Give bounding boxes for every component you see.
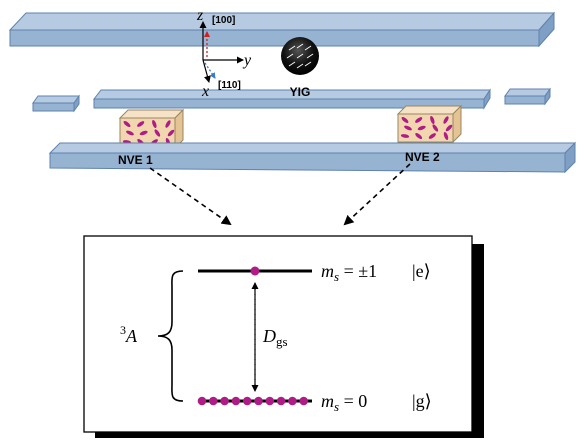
spin-marker <box>404 125 412 131</box>
ground-state-dot <box>276 396 286 406</box>
nve-1-label: NVE 1 <box>118 153 153 167</box>
sphere-spin-arrow <box>306 53 314 59</box>
ground-state-dot <box>197 396 207 406</box>
x-axis <box>202 59 211 83</box>
ground-state-dot <box>209 396 218 406</box>
sphere-spin-arrow <box>296 43 304 49</box>
nve-1-connector-arrow <box>149 167 232 226</box>
spin-marker <box>428 133 436 139</box>
dgs-label: Dgs <box>262 326 288 349</box>
nve-2-cube <box>396 104 463 144</box>
spin-marker <box>152 120 157 128</box>
ground-state-dot <box>231 396 241 406</box>
spin-marker <box>400 134 410 138</box>
spin-marker <box>417 125 426 131</box>
spin-marker <box>443 132 449 140</box>
sphere-spin-arrows <box>286 43 314 69</box>
left-stub-bar <box>32 94 80 113</box>
spin-marker <box>401 116 409 124</box>
spin-marker <box>123 120 131 128</box>
ground-state-dot <box>254 396 263 406</box>
middle-waveguide-bar <box>92 88 491 110</box>
spin-marker <box>154 129 161 137</box>
top-waveguide-bar <box>8 11 556 48</box>
upper-level-ket: |e⟩ <box>412 261 431 281</box>
spin-marker <box>415 117 423 123</box>
y-axis-label: y <box>242 52 252 69</box>
direction-110-arrow <box>204 62 216 79</box>
lower-level-ket: |g⟩ <box>412 391 432 411</box>
spin-marker <box>432 124 439 132</box>
direction-110-label: [110] <box>218 80 241 91</box>
ground-state-dot <box>299 396 309 406</box>
spin-marker <box>415 132 423 140</box>
x-axis-label: x <box>201 83 209 100</box>
nve-2-connector-arrow <box>343 163 411 226</box>
bottom-waveguide-bar <box>48 141 577 174</box>
right-stub-bar <box>504 87 551 106</box>
energy-level-panel: Dgs 3A ms = ±1 |e⟩ ms = 0 |g⟩ <box>83 235 484 438</box>
state-brace <box>157 270 184 402</box>
upper-level-population <box>250 266 260 276</box>
upper-level-label: ms = ±1 <box>321 261 377 284</box>
spin-marker <box>445 124 453 132</box>
ground-state-dot <box>220 396 229 406</box>
spin-marker <box>167 129 175 137</box>
direction-100-label: [100] <box>212 15 235 26</box>
nve-2-spins <box>400 116 453 140</box>
ground-state-dot <box>265 396 275 406</box>
sphere-spin-arrow <box>288 45 296 51</box>
sphere-spin-arrow <box>286 53 294 59</box>
spin-marker <box>126 130 134 136</box>
nve-1-cube <box>118 108 185 150</box>
lower-level-label: ms = 0 <box>321 391 367 414</box>
yig-sphere: YIG <box>281 37 319 99</box>
sphere-spin-arrow <box>288 61 296 67</box>
spin-marker <box>430 116 435 124</box>
sphere-spin-arrow <box>296 63 304 69</box>
z-axis-label: z <box>196 7 204 24</box>
sphere-spin-arrow <box>304 45 312 51</box>
ground-state-dot <box>242 396 252 406</box>
spin-marker <box>137 121 145 127</box>
sphere-spin-arrow <box>304 61 312 67</box>
nve-2-label: NVE 2 <box>405 150 440 164</box>
coordinate-axes: z y x [100] [110] <box>196 7 252 100</box>
yig-label: YIG <box>290 85 311 99</box>
lower-level-population <box>197 396 309 406</box>
spin-marker <box>165 120 171 128</box>
ground-state-dot <box>288 396 297 406</box>
spin-marker <box>139 130 148 136</box>
sphere-spin-arrow <box>296 53 304 59</box>
state-label: 3A <box>120 323 138 346</box>
spin-marker <box>443 116 449 124</box>
